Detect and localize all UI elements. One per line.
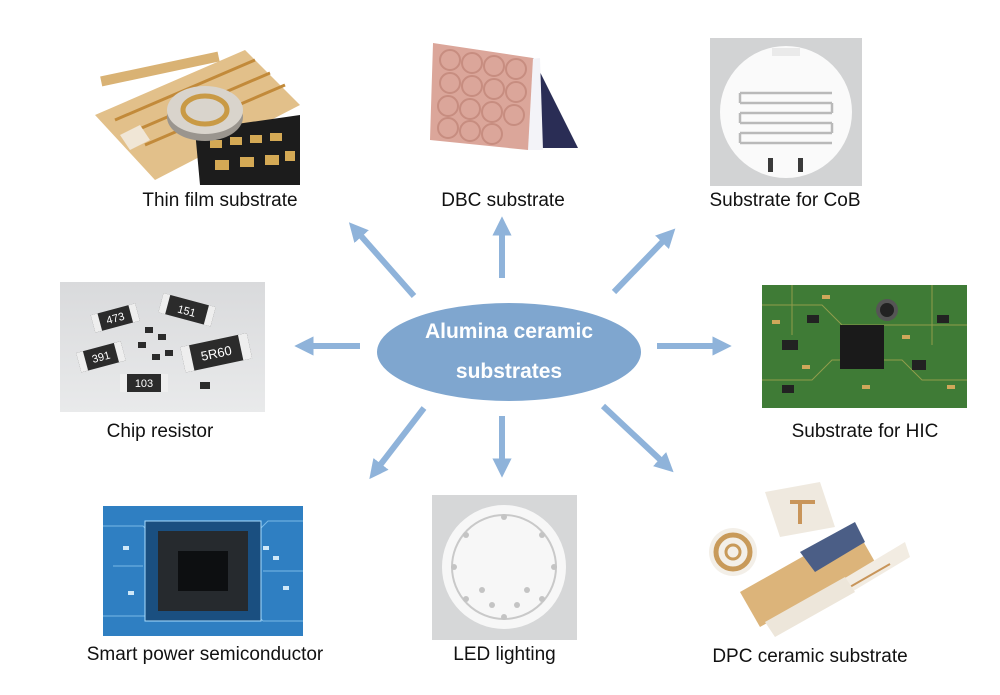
chip-resistor-label: Chip resistor [106,421,214,442]
resistor-code-103: 103 [135,378,153,390]
resistor-code-151: 151 [176,304,197,320]
dpc-ceramic-substrate-label: DPC ceramic substrate [712,646,908,667]
cob-substrate-image [710,38,862,186]
center-title-line1: Alumina ceramic [424,320,594,343]
cob-substrate-label: Substrate for CoB [709,190,861,211]
led-lighting-label: LED lighting [453,644,556,665]
dpc-ceramic-substrate-image [705,482,910,642]
smart-power-semiconductor-image [103,506,303,636]
thin-film-substrate-label: Thin film substrate [142,190,298,211]
chip-resistor-image: 473 151 391 5R60 103 [60,282,265,412]
arrow-to-cob [611,228,676,295]
arrow-to-smart-power [369,406,427,480]
arrow-to-dpc [600,403,674,473]
led-lighting-image [432,495,577,640]
smart-power-semiconductor-label: Smart power semiconductor [86,644,324,665]
resistor-code-391: 391 [91,350,112,366]
hic-substrate-image [762,285,967,408]
thin-film-substrate-image [95,45,300,185]
resistor-code-473: 473 [105,311,126,327]
arrow-to-thin-film [348,222,417,298]
center-ellipse: Alumina ceramic substrates [377,303,641,401]
center-title-line2: substrates [455,360,563,383]
dbc-substrate-image [428,38,578,158]
hic-substrate-label: Substrate for HIC [791,421,939,442]
dbc-substrate-label: DBC substrate [441,190,565,211]
resistor-code-5r60: 5R60 [200,343,234,364]
